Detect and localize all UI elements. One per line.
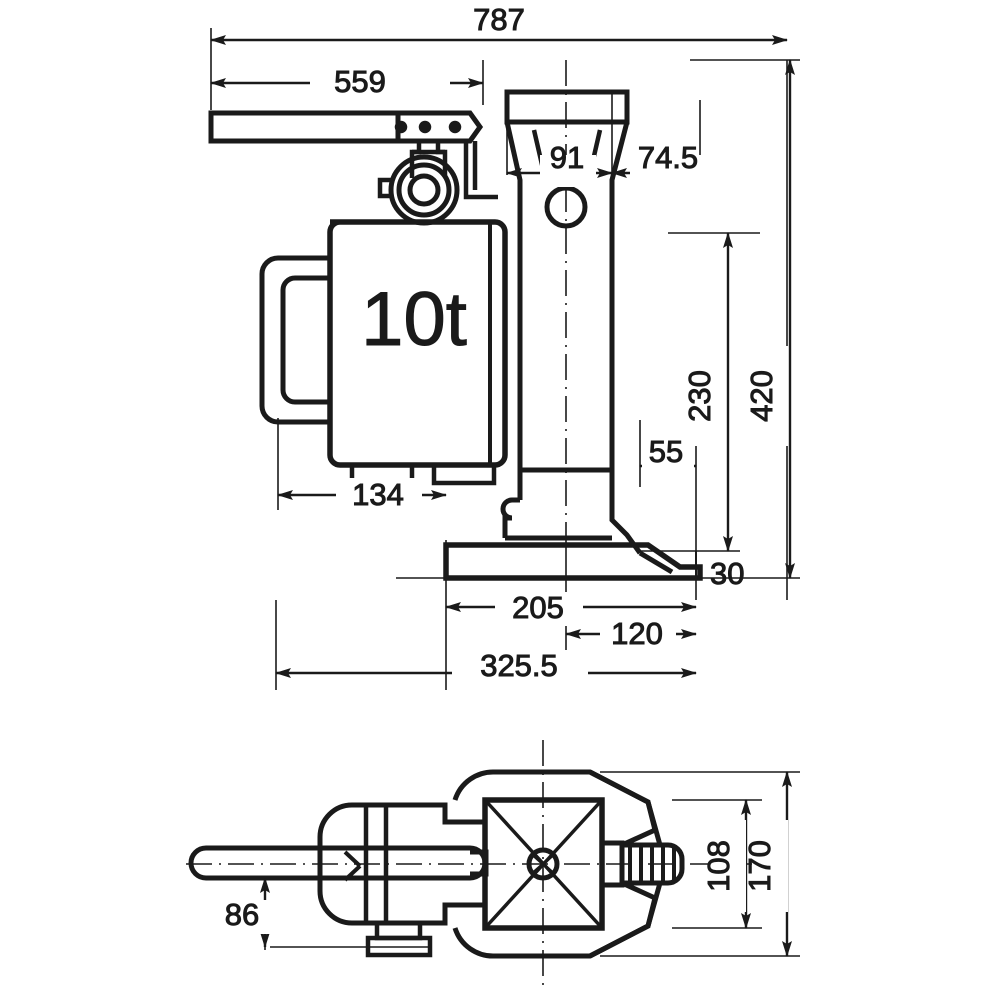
- side-elevation-dimension-text: 787 559 91 74.5 134 55 230 420 30 205 12…: [334, 2, 780, 684]
- pump-body: [327, 219, 508, 486]
- ram-collar: [500, 467, 643, 555]
- dimension-label-420: 420: [744, 370, 779, 422]
- base-plate: [443, 542, 703, 581]
- side-elevation-geometry: [208, 89, 703, 581]
- dimension-label-170: 170: [742, 840, 777, 892]
- dimension-label-134: 134: [352, 477, 404, 512]
- dimension-label-91: 91: [550, 140, 584, 175]
- dimension-label-120: 120: [611, 616, 663, 651]
- dimension-label-108: 108: [701, 840, 736, 892]
- dimension-label-30: 30: [710, 556, 744, 591]
- load-capacity-label: 10t: [361, 277, 467, 362]
- dimension-label-787: 787: [473, 2, 525, 37]
- dimension-label-230: 230: [682, 370, 717, 422]
- dimension-label-325-5: 325.5: [480, 648, 558, 683]
- dimension-label-205: 205: [512, 590, 564, 625]
- plan-view-dimension-text: 86 108 170: [224, 840, 777, 933]
- dimension-label-74-5: 74.5: [638, 140, 698, 175]
- plan-lever-handle: [188, 845, 489, 881]
- dimension-label-559: 559: [334, 64, 386, 99]
- carry-grip: [259, 255, 330, 425]
- dimension-label-86: 86: [225, 897, 259, 932]
- dimension-label-55: 55: [649, 434, 683, 469]
- pivot-ring: [377, 154, 460, 226]
- lever-handle: [208, 110, 484, 144]
